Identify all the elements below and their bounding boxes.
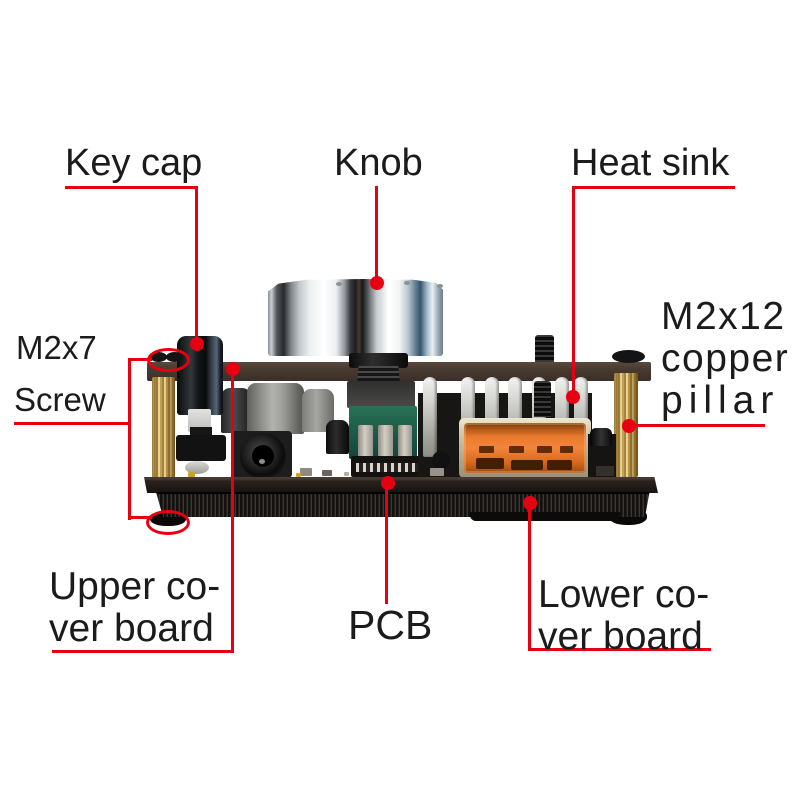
screw-leader-line: [128, 358, 131, 520]
pcb-leader-line: [385, 483, 388, 604]
smd-component: [596, 466, 614, 476]
ic-pins: [356, 463, 418, 472]
heatsink-screw-top: [535, 335, 554, 362]
upper-cover-leader-line: [52, 650, 234, 653]
pcb: [144, 477, 658, 493]
label-upper-cover-2: ver board: [49, 607, 214, 650]
heatsink-pointer-dot: [566, 390, 580, 404]
knob: [268, 279, 443, 356]
smd-component: [344, 472, 349, 476]
label-screw: Screw: [14, 381, 106, 418]
dc-jack-pin: [259, 459, 265, 464]
keycap-leader-line: [195, 186, 198, 341]
heatsink-screw: [534, 381, 551, 417]
knob-rivet: [404, 281, 410, 285]
screw-cap-right: [612, 350, 645, 363]
usb-slot: [476, 458, 504, 469]
usb-contact: [560, 446, 573, 453]
label-lower-cover-1: Lower co-: [538, 573, 710, 616]
usb-contact: [509, 446, 524, 453]
knob-pointer-dot: [370, 276, 384, 290]
label-copper: copper: [661, 337, 790, 380]
heat-sink-fin: [423, 377, 437, 457]
pcb-pointer-dot: [381, 476, 395, 490]
smd-component: [188, 472, 195, 477]
screw-leader-line: [128, 516, 152, 519]
switch-body: [176, 435, 226, 461]
potentiometer-leg: [398, 425, 412, 459]
label-key-cap: Key cap: [65, 142, 203, 184]
copper-pillar-left: [152, 377, 175, 478]
switch-plunger: [188, 409, 211, 432]
screw-leader-line: [128, 358, 152, 361]
smd-component: [430, 468, 444, 476]
label-heat-sink: Heat sink: [571, 142, 730, 184]
switch-base: [185, 461, 209, 474]
dc-jack-hole: [252, 445, 274, 467]
knob-leader-line: [375, 186, 378, 284]
pillar-leader-line: [629, 424, 765, 427]
knob-rivet: [336, 282, 342, 286]
keycap-leader-line: [65, 186, 197, 189]
usb-slot: [511, 460, 543, 470]
knob-nut: [349, 353, 408, 368]
potentiometer-body: [347, 381, 415, 408]
lower-cover-leader-line: [528, 503, 531, 651]
smd-component: [296, 473, 301, 477]
capacitor-black: [326, 420, 349, 454]
label-pillar: pillar: [661, 379, 780, 422]
component-right-cap: [590, 428, 612, 446]
lower-cover-leader-line: [528, 648, 711, 651]
pillar-pointer-dot: [622, 419, 636, 433]
heatsink-leader-line: [572, 186, 575, 393]
label-upper-cover-1: Upper co-: [49, 565, 221, 608]
usb-contact: [479, 446, 494, 453]
usb-contact: [537, 446, 552, 453]
upper-cover-board: [147, 362, 651, 381]
lower-cover-pointer-dot: [523, 496, 537, 510]
label-m2x7: M2x7: [16, 329, 97, 366]
upper-cover-pointer-dot: [226, 362, 240, 376]
smd-component: [322, 470, 332, 476]
label-knob: Knob: [334, 142, 423, 184]
label-lower-cover-2: ver board: [538, 615, 703, 658]
switch-top: [190, 427, 212, 437]
heatsink-leader-line: [572, 186, 735, 189]
capacitor: [247, 383, 304, 434]
upper-cover-leader-line: [231, 368, 234, 653]
smd-component: [300, 468, 312, 476]
usb-slot: [547, 460, 572, 470]
potentiometer-leg: [358, 425, 373, 459]
screw-circle-bottom: [146, 510, 190, 535]
capacitor: [221, 388, 251, 433]
component-cap: [432, 451, 450, 469]
potentiometer-leg: [378, 425, 393, 459]
label-m2x12: M2x12: [661, 295, 786, 338]
keycap-pointer-dot: [190, 337, 204, 351]
screw-leader-line: [14, 422, 131, 425]
screw-circle-top: [147, 348, 190, 372]
lower-cover-step: [470, 512, 620, 521]
knob-rivet: [437, 284, 443, 288]
label-pcb: PCB: [348, 602, 433, 648]
